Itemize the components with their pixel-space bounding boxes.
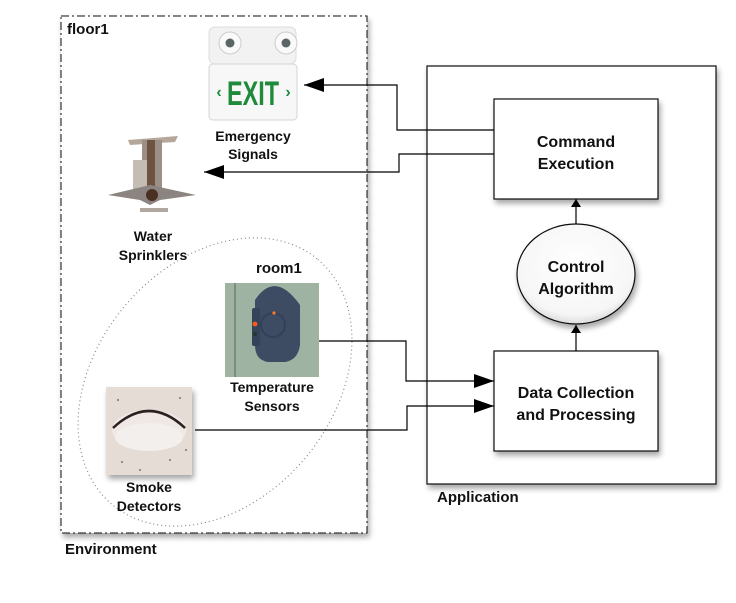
data-collection-label-2: and Processing	[516, 407, 635, 424]
command-execution-label-1: Command	[537, 134, 615, 151]
room-boundary	[77, 237, 353, 527]
command-execution-box	[493, 98, 659, 200]
temperature-sensors-label-2: Sensors	[244, 398, 299, 414]
control-algorithm-label-1: Control	[548, 259, 605, 276]
floor-label: floor1	[67, 21, 109, 38]
smoke-detectors-label-2: Detectors	[117, 498, 182, 514]
arrow-temperature-to-data-collection	[319, 340, 494, 388]
emergency-signals-label-1: Emergency	[215, 128, 291, 144]
smoke-detector-icon	[106, 387, 192, 475]
emergency-signals-label-2: Signals	[228, 146, 278, 162]
environment-label: Environment	[65, 541, 157, 558]
data-collection-box	[493, 350, 659, 452]
svg-text:›: ›	[285, 84, 290, 101]
application-label: Application	[437, 489, 519, 506]
data-collection-label-1: Data Collection	[518, 385, 634, 402]
command-execution-label-2: Execution	[538, 156, 614, 173]
temperature-sensors-label-1: Temperature	[230, 379, 314, 395]
arrow-command-to-sprinklers	[204, 153, 494, 179]
control-algorithm-label-2: Algorithm	[538, 281, 614, 298]
water-sprinklers-label-1: Water	[134, 228, 173, 244]
arrow-smoke-to-data-collection	[195, 399, 494, 431]
water-sprinklers-label-2: Sprinklers	[119, 247, 188, 263]
exit-sign-icon: EXIT ‹ ›	[208, 26, 298, 121]
room-label: room1	[256, 260, 302, 277]
svg-text:‹: ‹	[216, 84, 221, 101]
exit-sign-text: EXIT	[227, 75, 279, 113]
temperature-sensor-icon	[225, 283, 319, 377]
arrow-command-to-emergency-signals	[304, 78, 494, 131]
sprinkler-icon	[108, 136, 196, 212]
smoke-detectors-label-1: Smoke	[126, 479, 172, 495]
